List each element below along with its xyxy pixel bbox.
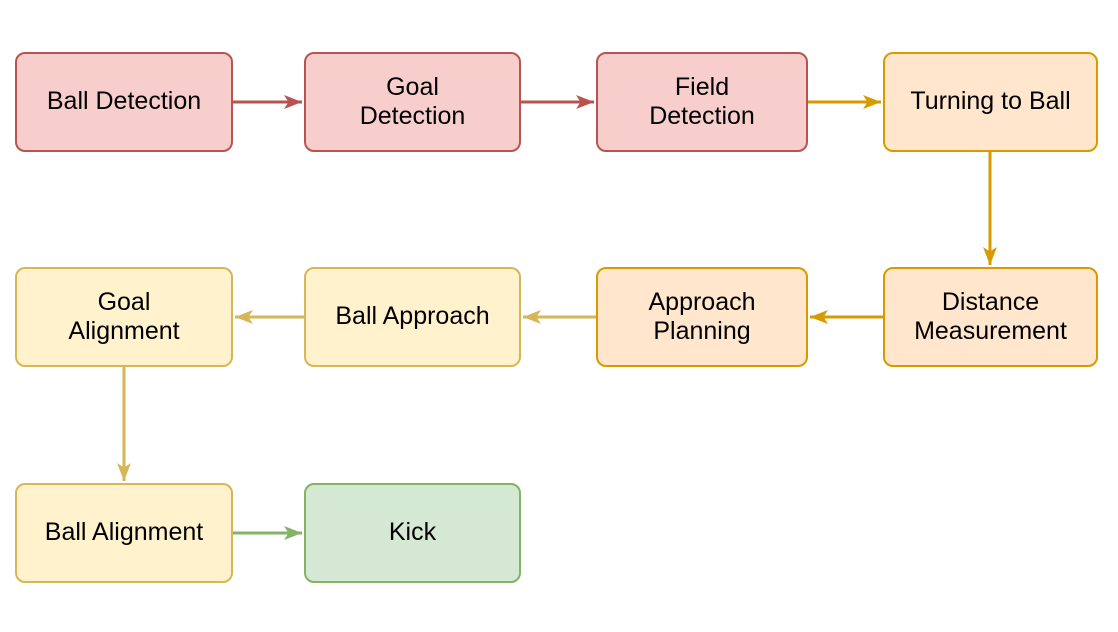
node-label-ball-approach: Ball Approach — [335, 302, 490, 331]
node-ball-alignment: Ball Alignment — [15, 483, 233, 583]
node-label-kick: Kick — [388, 518, 437, 547]
node-label-ball-alignment: Ball Alignment — [44, 518, 204, 547]
node-label-field-detection: Field Detection — [649, 72, 755, 131]
node-label-goal-alignment: Goal Alignment — [68, 287, 180, 346]
node-label-approach-planning: Approach Planning — [648, 287, 756, 346]
node-goal-detection: Goal Detection — [304, 52, 521, 152]
node-label-turning-to-ball: Turning to Ball — [910, 87, 1071, 116]
node-approach-planning: Approach Planning — [596, 267, 808, 367]
node-distance-measurement: Distance Measurement — [883, 267, 1098, 367]
node-goal-alignment: Goal Alignment — [15, 267, 233, 367]
node-ball-detection: Ball Detection — [15, 52, 233, 152]
node-ball-approach: Ball Approach — [304, 267, 521, 367]
node-label-ball-detection: Ball Detection — [46, 87, 202, 116]
node-turning-to-ball: Turning to Ball — [883, 52, 1098, 152]
node-label-distance-measurement: Distance Measurement — [914, 287, 1067, 346]
node-field-detection: Field Detection — [596, 52, 808, 152]
node-label-goal-detection: Goal Detection — [359, 72, 466, 131]
node-kick: Kick — [304, 483, 521, 583]
